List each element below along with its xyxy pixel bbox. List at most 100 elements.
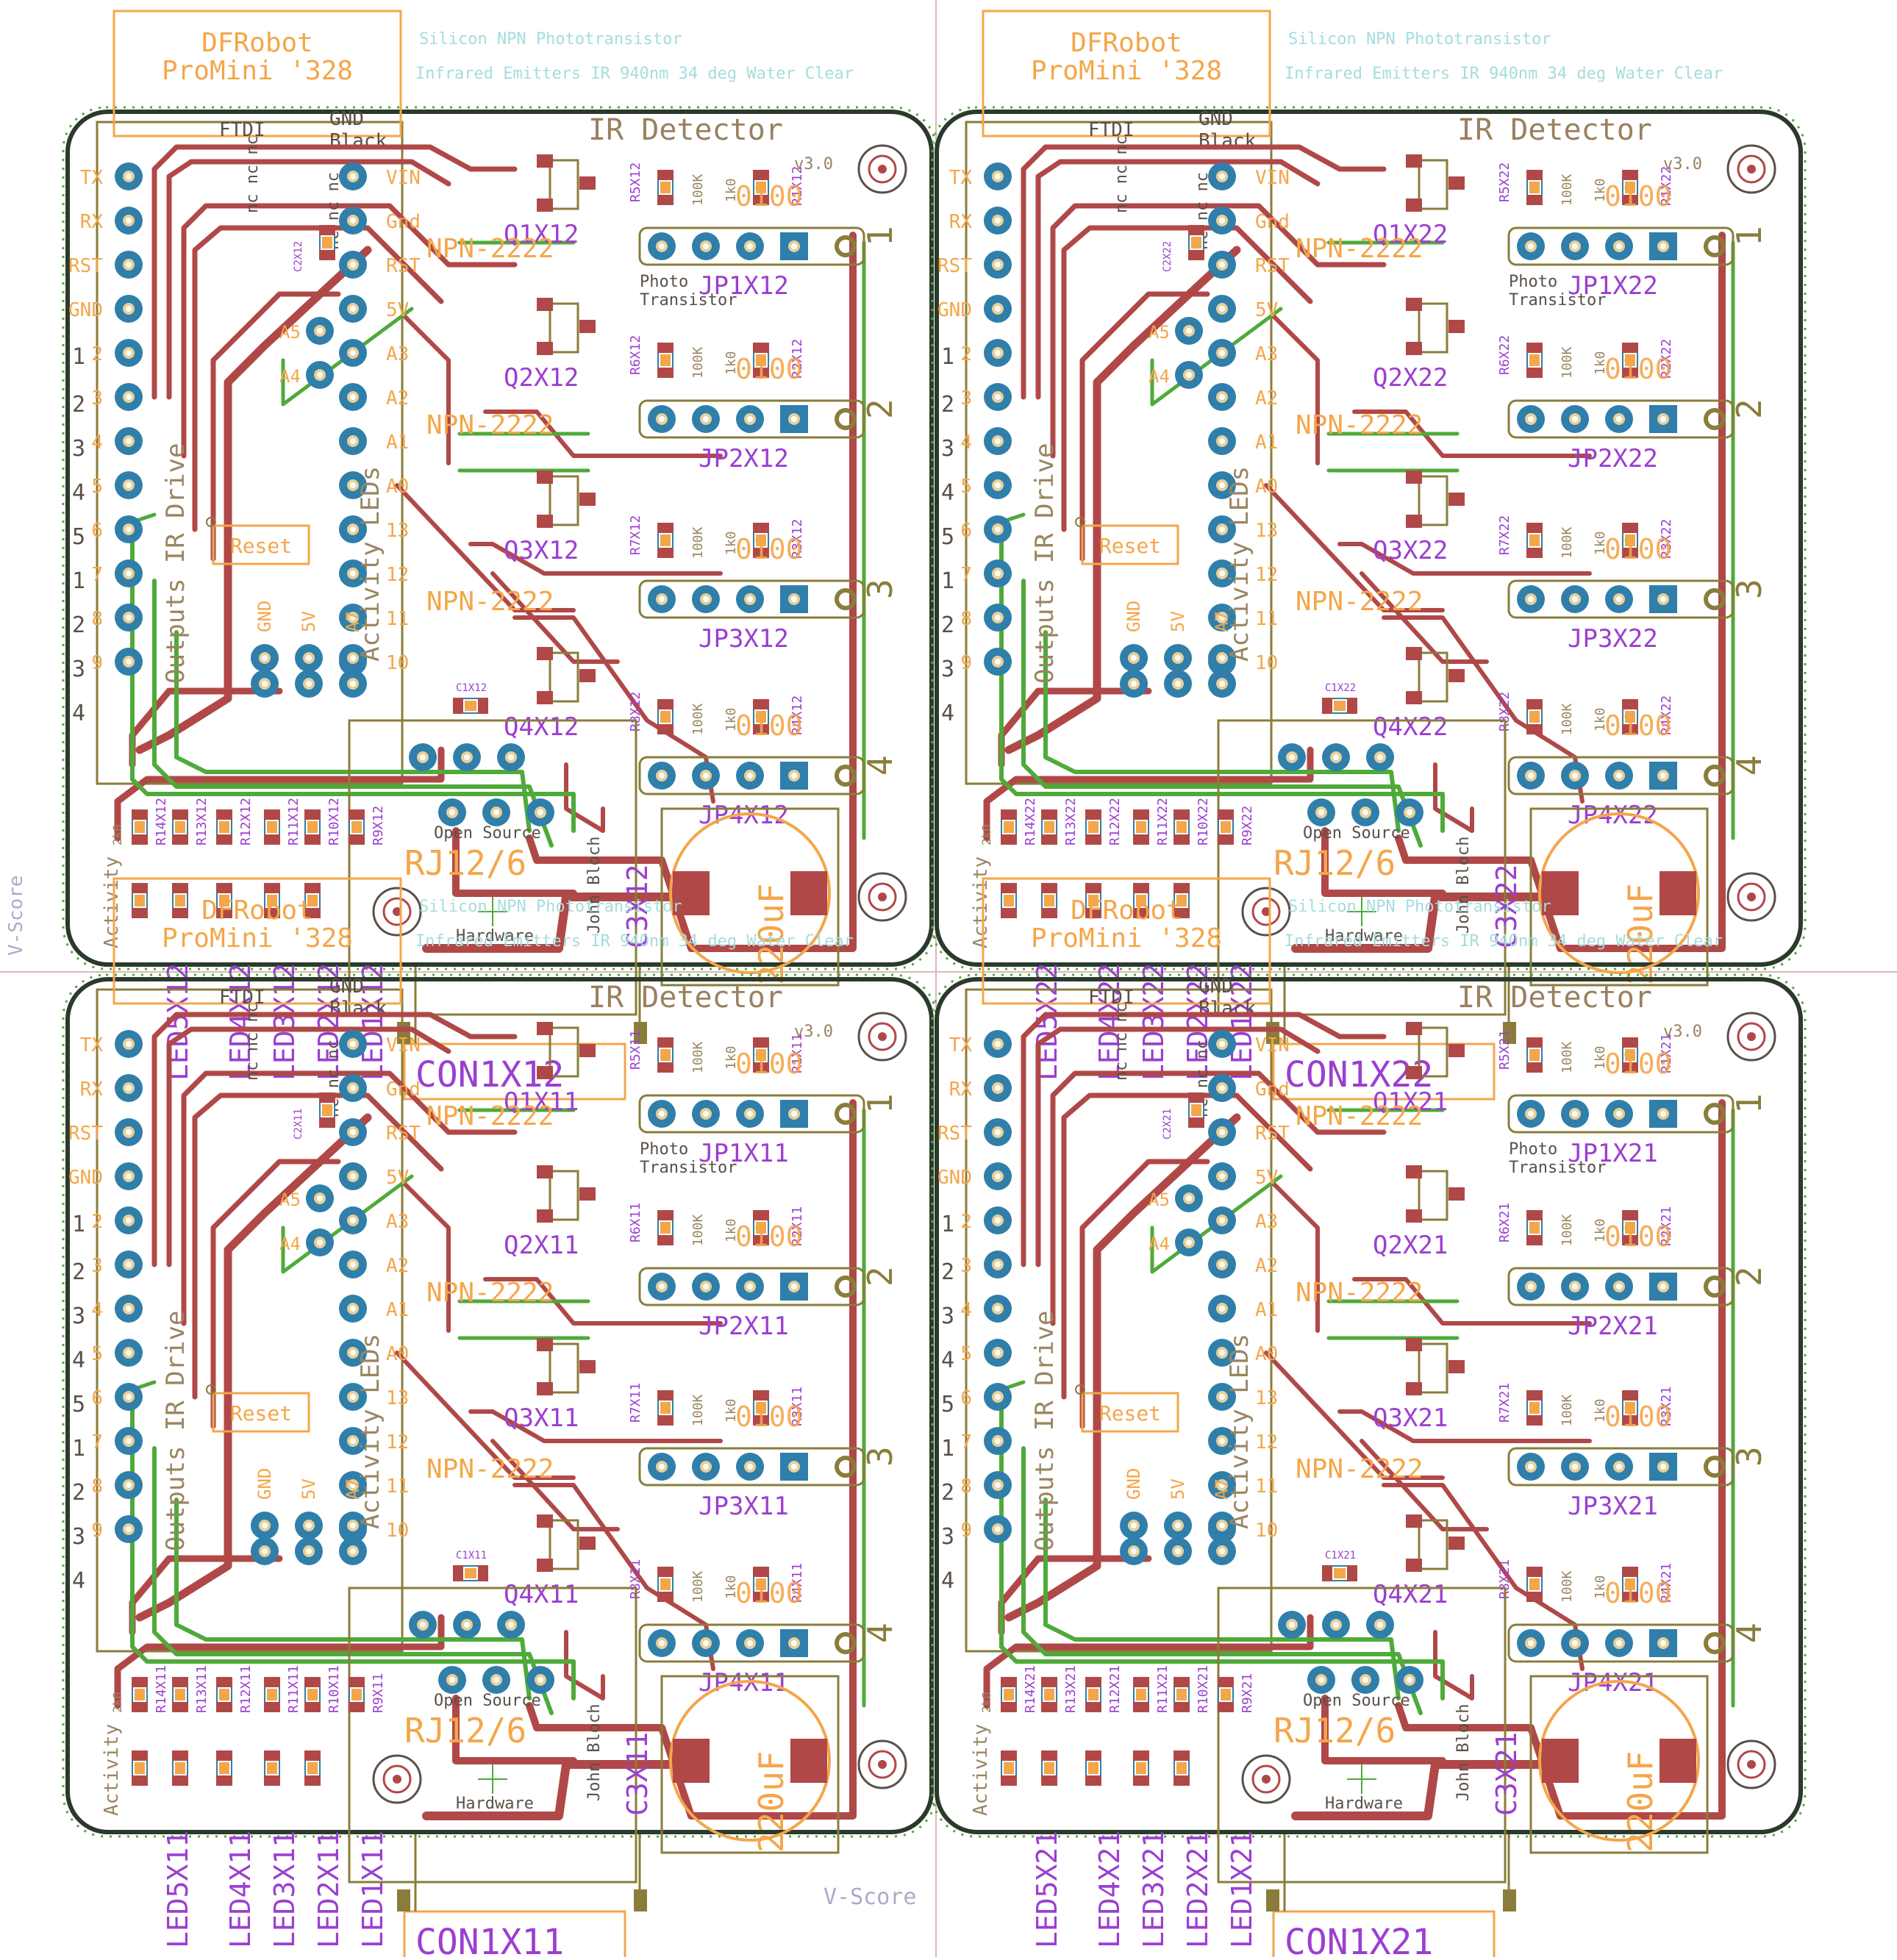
resistor-right-value: 1k0 [724,1045,739,1070]
jumper-number: 2 [1729,398,1769,419]
c2-smd [1188,225,1204,260]
resistor-right-value: 1k0 [1593,707,1608,732]
rj12-pad [1351,798,1379,826]
pin-label-left: 6 [960,520,972,542]
led-resistor [1041,1677,1057,1712]
resistor-left [1526,1567,1543,1602]
rj12-outline [1217,1587,1507,1884]
header-left-pad [115,604,143,632]
sensor-note: Silicon NPN Phototransistor [1288,898,1551,916]
transistor-outline [549,302,579,354]
led-resistor-name: R13X11 [194,1665,210,1713]
open-source-label: Open Source [1303,1692,1410,1710]
sidebar-number: 3 [72,1524,85,1550]
pin-label-right: 12 [386,564,409,586]
resistor-right [753,1390,769,1426]
board-edge-stitch [931,973,1807,1838]
trace-q4d [468,1409,723,1443]
resistor-right-name: R1X22 [1659,166,1674,206]
trace-green-1 [999,527,1445,833]
transistor-name: Q1X21 [1373,1087,1448,1117]
trace-q4 [1264,483,1445,612]
header-left-pad [115,1295,143,1323]
pin-label-right: 13 [386,1387,409,1409]
led-resistor-name: R9X11 [371,1673,386,1713]
trace-power [1004,246,1241,754]
module-title-line1: DFRobot [201,895,313,926]
rj12-label: RJ12/6 [404,1711,526,1750]
resistor-right-name: R3X11 [790,1387,805,1426]
npn-part-2: NPN-2222 [426,410,554,440]
jumper-marker [835,765,857,787]
ftdi-label: FTDI [219,987,265,1009]
resistor-right [753,1037,769,1073]
jumper-name: JP2X21 [1568,1312,1658,1341]
npn-part-2: NPN-2222 [1296,410,1423,440]
pin-label-left: GND [937,299,972,321]
transistor-pad [537,1066,553,1079]
jumper-name: JP1X21 [1568,1139,1658,1168]
rj12-pad-top [1278,1611,1306,1639]
mounting-hole-center [1747,893,1756,901]
led-smd [216,883,232,918]
resistor-left [1526,1390,1543,1426]
detector-title: IR Detector [588,113,783,147]
pin-label-left: 8 [960,608,972,630]
connector-pin-right [634,1022,647,1044]
header-right-pad [1208,471,1236,499]
jumper-number: 1 [860,1093,900,1114]
header-right-pad [339,1339,367,1367]
pin-label-left: 7 [91,564,103,586]
resistor-right-name: R4X12 [790,695,805,735]
led-resistor-name: R10X21 [1196,1665,1211,1713]
header-right-pad [1208,1074,1236,1102]
promini-outline [96,121,404,785]
pin-label-left: 4 [91,432,103,454]
transistor-pad [1406,515,1422,528]
sidebar-number: 2 [72,612,85,638]
resistor-right-value: 1k0 [724,351,739,375]
mounting-hole [372,887,422,937]
pin-label-left: GND [68,1167,103,1189]
cap-name: C3X22 [1490,865,1523,948]
resistor-left-name: R7X21 [1497,1383,1512,1423]
header-left-pad [115,1471,143,1499]
led-resistor-name: R13X21 [1063,1665,1079,1713]
jumper-pad [692,1100,720,1128]
trace-q2 [181,203,518,459]
led-resistor [349,809,365,845]
trace-green-1 [130,527,576,833]
pin-label-left: 5 [91,476,103,498]
pin-label-right: A0 [1255,1343,1278,1365]
sidebar-number: 1 [72,1436,85,1462]
transistor-pad [537,1209,553,1223]
header-left-pad [115,515,143,543]
sidebar-number: 4 [72,701,85,726]
jumper-pad-square [1649,232,1677,260]
c2-label: C2X21 [1162,1109,1173,1140]
led-resistor [1085,809,1101,845]
trace-q4d [468,542,723,576]
pin-label-left: RX [949,1079,973,1101]
jumper-pad [692,1629,720,1657]
bottom-pin-pad [295,644,323,672]
resistor-right [753,523,769,558]
pin-label-right: 10 [1255,652,1278,674]
ftdi-label: FTDI [219,119,265,141]
bottom-pin-label: 5V [1168,1478,1188,1500]
led-smd [216,1750,232,1786]
jumper-pad [1561,1629,1589,1657]
sidebar-number: 1 [941,568,954,594]
jumper-pad [1605,405,1633,433]
sidebar-number: 1 [72,344,85,370]
jumper-outline [638,399,865,439]
bottom-pin-pad [251,1512,279,1539]
sidebar-number: 4 [941,1348,954,1373]
pin-label-right: VIN [1255,1034,1290,1056]
resistor-right [1622,699,1638,734]
transistor-pad [537,1022,553,1035]
outputs-ir-drive-label: Outputs IR Drive [161,443,190,684]
led-name: LED3X11 [268,1831,301,1948]
